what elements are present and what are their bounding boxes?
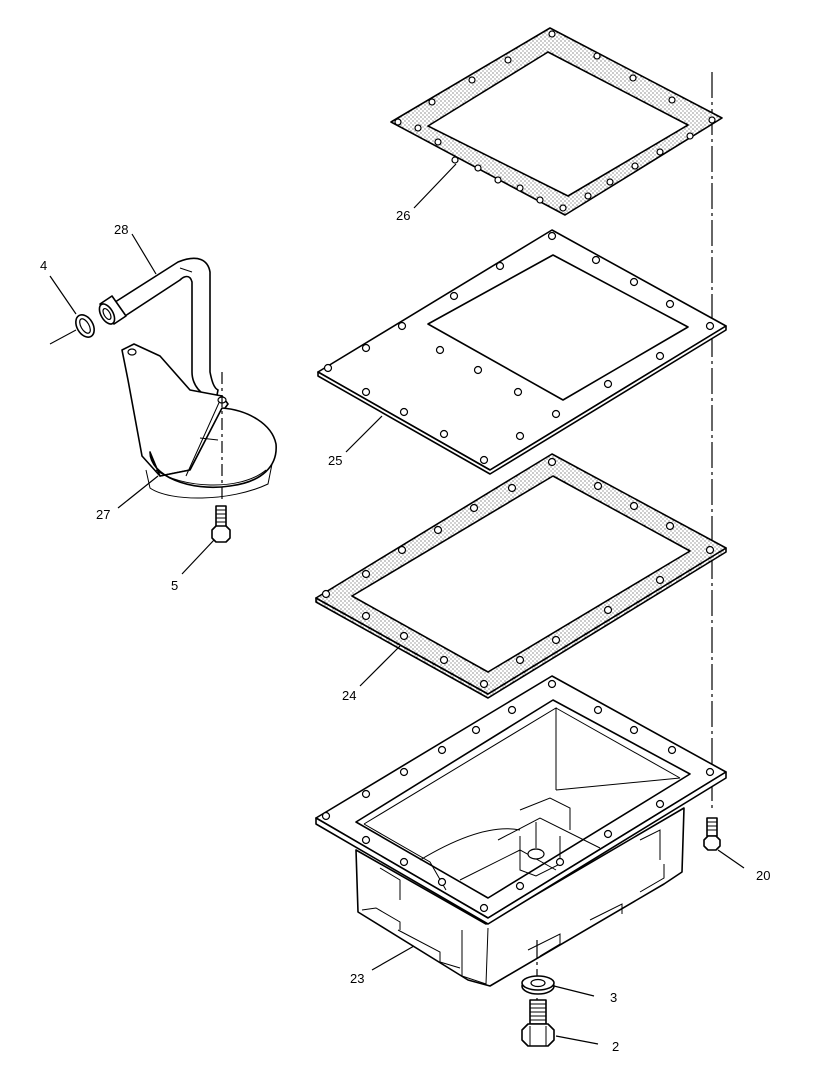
o-ring-4 <box>49 314 95 345</box>
callout-20: 20 <box>756 868 770 883</box>
callout-25: 25 <box>328 453 342 468</box>
gasket-24-bolt-holes <box>321 457 715 689</box>
gasket-24 <box>315 453 727 699</box>
cap-screw-20 <box>703 817 721 851</box>
drain-plug-2 <box>521 999 555 1047</box>
plate-25-bolt-holes <box>323 231 715 465</box>
oil-pan-23-bolt-holes <box>321 679 715 913</box>
leader-26 <box>413 163 457 209</box>
oil-pan-23 <box>315 675 727 987</box>
callout-3: 3 <box>610 990 617 1005</box>
leader-27 <box>117 475 159 509</box>
leader-4 <box>49 275 77 315</box>
leader-25 <box>345 415 383 453</box>
drain-washer-3 <box>521 975 555 995</box>
callout-5: 5 <box>171 578 178 593</box>
callout-2: 2 <box>612 1039 619 1054</box>
leader-24 <box>359 645 401 687</box>
callout-26: 26 <box>396 208 410 223</box>
strainer-27 <box>121 343 277 499</box>
callout-27: 27 <box>96 507 110 522</box>
gasket-26 <box>390 27 723 216</box>
leader-2 <box>555 1035 599 1045</box>
cover-plate-25 <box>317 229 727 475</box>
callout-23: 23 <box>350 971 364 986</box>
cap-screw-5 <box>211 505 231 543</box>
leader-5 <box>181 539 215 575</box>
callout-28: 28 <box>114 222 128 237</box>
leader-3 <box>553 985 595 997</box>
callout-24: 24 <box>342 688 356 703</box>
leader-28 <box>131 233 157 275</box>
callout-4: 4 <box>40 258 47 273</box>
leader-23 <box>371 945 415 971</box>
leader-20 <box>717 849 745 869</box>
gasket-26-bolt-holes <box>394 30 716 212</box>
